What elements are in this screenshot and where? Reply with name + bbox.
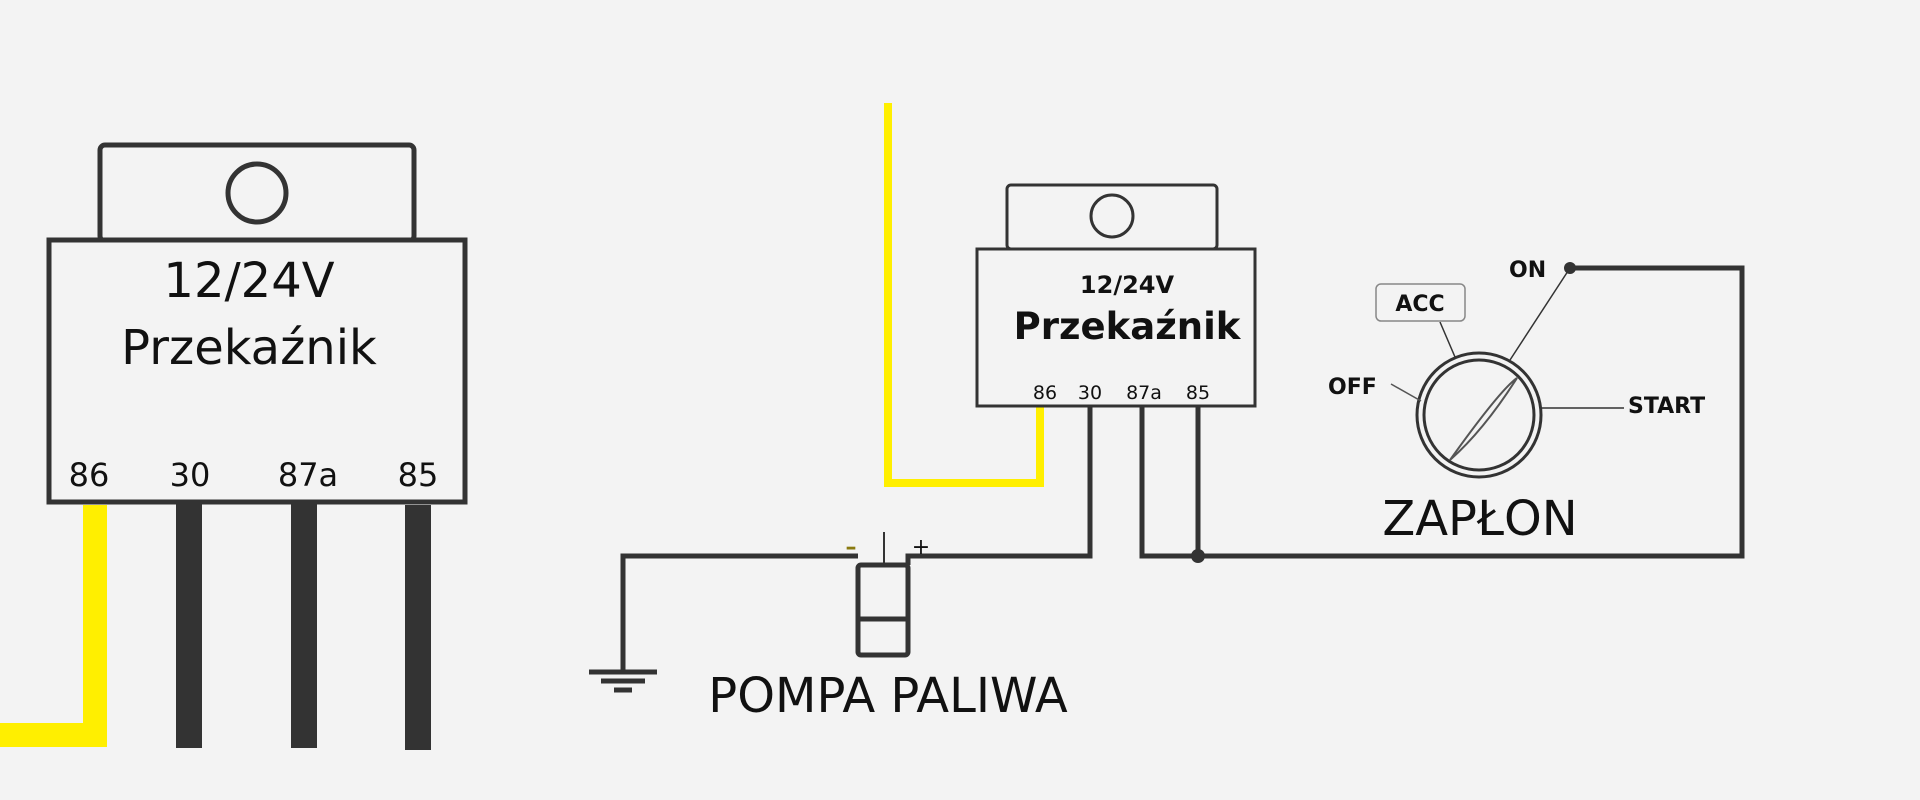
ignition-title: ZAPŁON xyxy=(1382,491,1577,547)
large-relay-voltage: 12/24V xyxy=(163,253,334,309)
ground-icon xyxy=(589,669,657,693)
ignition-acc-line xyxy=(1439,321,1456,358)
fuel-pump: – + POMPA PALIWA xyxy=(708,532,1068,724)
wire-87a-loop xyxy=(1139,265,1745,559)
large-relay-pin-87a-leg xyxy=(291,502,317,748)
ignition-off-line xyxy=(1390,383,1422,402)
ignition-on-terminal xyxy=(1564,262,1576,274)
junction-dot xyxy=(1191,549,1205,563)
small-relay-name: Przekaźnik xyxy=(1014,305,1242,348)
large-relay-pin-label: 30 xyxy=(170,456,211,494)
large-relay: 12/24V Przekaźnik 86 30 87a 85 xyxy=(0,142,468,750)
ignition-acc-label: ACC xyxy=(1395,292,1444,317)
small-relay-voltage: 12/24V xyxy=(1080,271,1175,299)
ignition-off-label: OFF xyxy=(1328,375,1377,400)
small-relay-pin-label: 87a xyxy=(1126,382,1162,404)
large-relay-mount-hole xyxy=(225,161,289,225)
large-relay-pin-label: 86 xyxy=(69,456,110,494)
small-relay-body xyxy=(975,247,1257,408)
ignition-key-blade xyxy=(1449,377,1518,461)
yellow-wire-86 xyxy=(884,103,1044,487)
large-relay-body xyxy=(46,237,468,505)
small-relay-pin-label: 30 xyxy=(1078,382,1102,404)
ignition-inner-ring xyxy=(1422,358,1536,472)
wire-pump-to-ground xyxy=(620,553,858,672)
ignition-acc-box xyxy=(1375,283,1466,322)
wire-30-to-pump xyxy=(905,406,1093,565)
ignition-on-line xyxy=(1509,267,1571,361)
fuel-pump-minus: – xyxy=(846,535,857,560)
small-relay-pin-label: 86 xyxy=(1033,382,1057,404)
large-relay-pin-label: 85 xyxy=(398,456,439,494)
ignition-switch: OFF ACC ON START ZAPŁON xyxy=(1328,258,1705,547)
large-relay-pin-86-wire xyxy=(0,505,107,747)
ignition-on-label: ON xyxy=(1509,258,1546,283)
large-relay-pin-label: 87a xyxy=(278,456,338,494)
large-relay-pin-85-leg xyxy=(405,505,431,750)
fuel-pump-plus: + xyxy=(912,535,930,560)
wiring xyxy=(620,103,1745,672)
large-relay-name: Przekaźnik xyxy=(121,320,377,376)
small-relay-mount-hole xyxy=(1089,193,1135,239)
fuel-pump-body xyxy=(855,562,911,658)
fuel-pump-title: POMPA PALIWA xyxy=(708,668,1068,724)
large-relay-mounting-tab xyxy=(97,142,417,244)
small-relay-pin-label: 85 xyxy=(1186,382,1210,404)
ignition-start-label: START xyxy=(1628,394,1705,419)
small-relay: 12/24V Przekaźnik 86 30 87a 85 xyxy=(975,183,1257,408)
large-relay-pin-30-leg xyxy=(176,502,202,748)
